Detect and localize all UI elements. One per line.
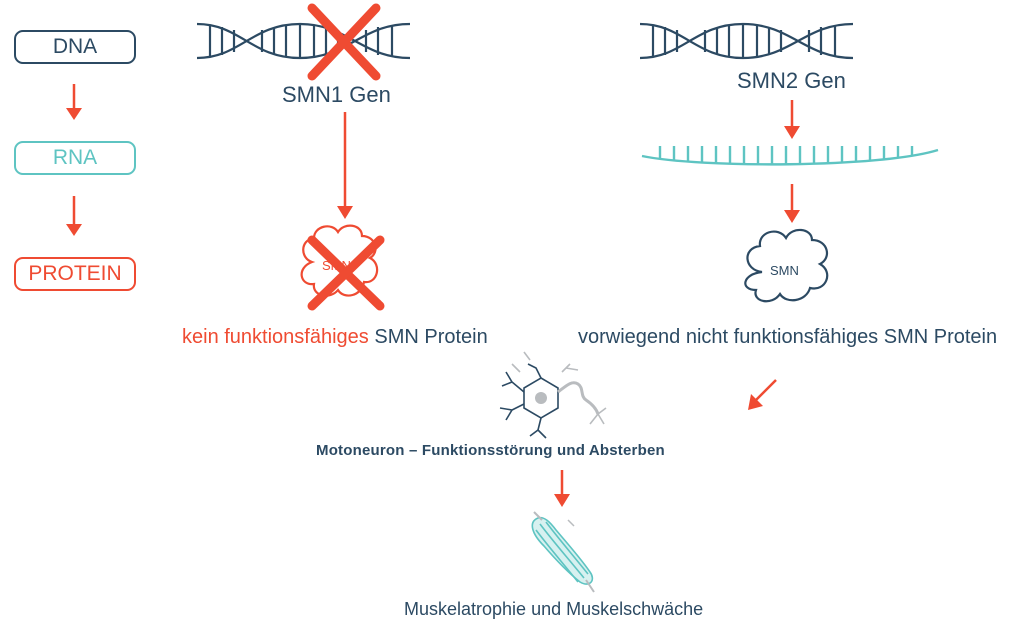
smn2-arrow-to-motoneuron — [748, 379, 777, 410]
smn2-dna-helix-icon — [639, 22, 854, 60]
smn1-protein-cross-icon — [307, 235, 385, 311]
smn1-gene-label: SMN1 Gen — [282, 82, 391, 107]
arrow-motoneuron-to-muscle — [554, 470, 570, 507]
muscle-icon — [531, 511, 595, 593]
smn1-outcome-text: kein funktionsfähiges SMN Protein — [182, 326, 488, 349]
smn2-arrow-gene-rna — [784, 100, 800, 139]
smn1-dna-helix-icon — [196, 22, 411, 60]
smn2-protein-cloud-label: SMN — [770, 263, 799, 278]
legend-dna-box: DNA — [14, 30, 136, 64]
legend-arrow-rna-protein — [66, 196, 82, 236]
motoneuron-cell-icon — [499, 351, 607, 439]
smn2-outcome-text: vorwiegend nicht funktionsfähiges SMN Pr… — [578, 326, 998, 348]
legend-dna-label: DNA — [52, 35, 98, 58]
legend-rna-box: RNA — [14, 141, 136, 175]
smn2-arrow-rna-protein — [784, 184, 800, 223]
legend-protein-label: PROTEIN — [28, 262, 122, 285]
smn1-protein-cloud-icon — [300, 224, 379, 297]
motoneuron-label: Motoneuron – Funktionsstörung und Abster… — [316, 442, 665, 459]
smn2-gene-label: SMN2 Gen — [737, 68, 846, 93]
legend-protein-box: PROTEIN — [14, 257, 136, 291]
smn2-rna-strand-icon — [641, 146, 939, 166]
muscle-label: Muskelatrophie und Muskelschwäche — [404, 599, 704, 619]
smn1-outcome-highlight: kein funktionsfähiges — [182, 326, 369, 348]
smn1-outcome-rest: SMN Protein — [368, 326, 488, 348]
smn2-protein-cloud-icon — [744, 228, 829, 303]
smn1-protein-cloud-label: SMN — [322, 258, 351, 273]
legend-rna-label: RNA — [52, 146, 98, 169]
legend-arrow-dna-rna — [66, 84, 82, 120]
smn1-gene-cross-icon — [307, 3, 381, 81]
smn1-arrow-gene-protein — [337, 112, 353, 219]
